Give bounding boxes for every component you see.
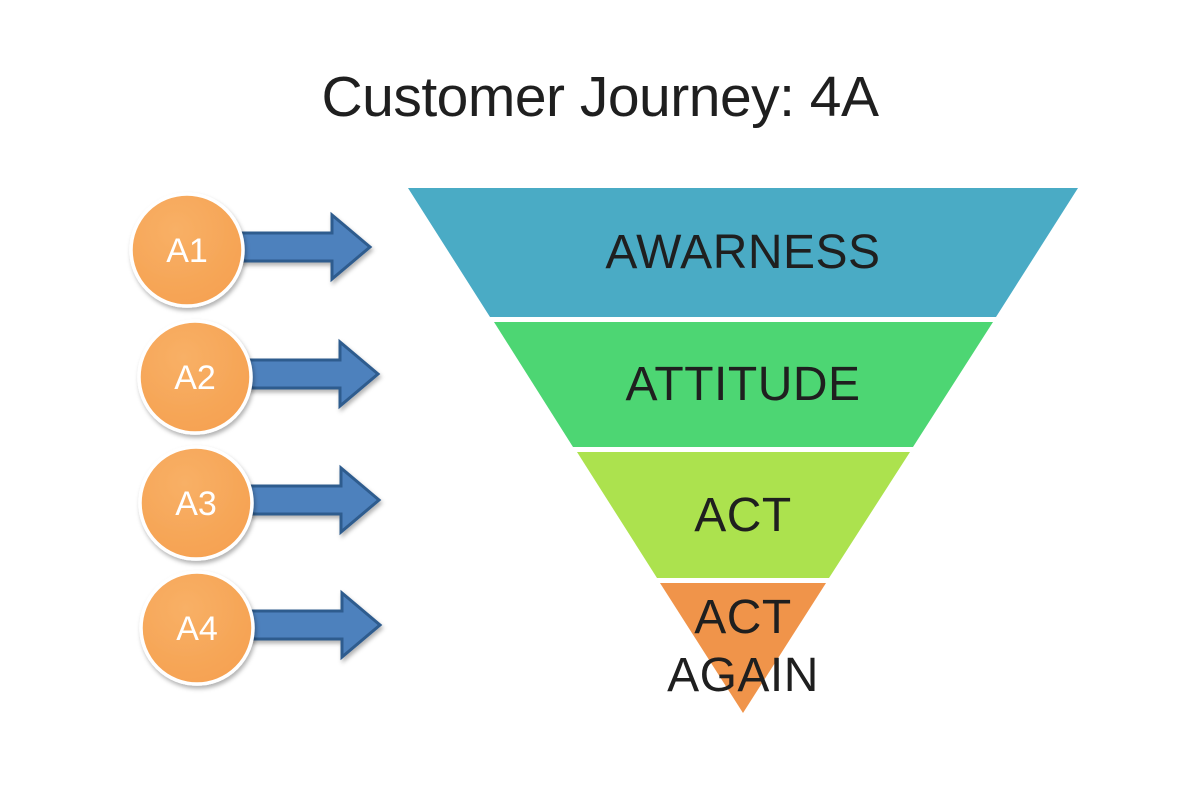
arrow-right-icon bbox=[235, 211, 373, 283]
funnel-segment-act bbox=[577, 452, 910, 578]
step-row-a4: A4 bbox=[139, 570, 383, 686]
step-circle-a3 bbox=[138, 445, 254, 561]
step-row-a2: A2 bbox=[137, 319, 381, 435]
step-row-a1: A1 bbox=[129, 192, 373, 308]
step-circle-a1 bbox=[129, 192, 245, 308]
funnel-label-act-again-line1: ACT bbox=[694, 591, 792, 644]
step-label-a1: A1 bbox=[166, 232, 208, 270]
funnel-label-awareness: AWARNESS bbox=[605, 226, 880, 279]
funnel-label-act: ACT bbox=[694, 489, 792, 542]
step-circle-a2 bbox=[137, 319, 253, 435]
slide-title: Customer Journey: 4A bbox=[321, 65, 879, 129]
step-circle-a4 bbox=[139, 570, 255, 686]
funnel-label-act-again-line2: AGAIN bbox=[667, 649, 819, 702]
step-label-a4: A4 bbox=[176, 610, 218, 648]
funnel-segment-attitude bbox=[494, 322, 993, 447]
arrow-right-icon bbox=[245, 589, 383, 661]
funnel-segment-awareness bbox=[408, 188, 1078, 317]
arrow-right-icon bbox=[243, 338, 381, 410]
step-label-a3: A3 bbox=[175, 485, 217, 523]
step-label-a2: A2 bbox=[174, 359, 216, 397]
funnel-segment-act-again bbox=[660, 583, 826, 713]
step-row-a3: A3 bbox=[138, 445, 382, 561]
funnel: AWARNESS ATTITUDE ACT ACT AGAIN bbox=[408, 188, 1078, 713]
arrow-right-icon bbox=[244, 464, 382, 536]
funnel-label-attitude: ATTITUDE bbox=[625, 358, 860, 411]
